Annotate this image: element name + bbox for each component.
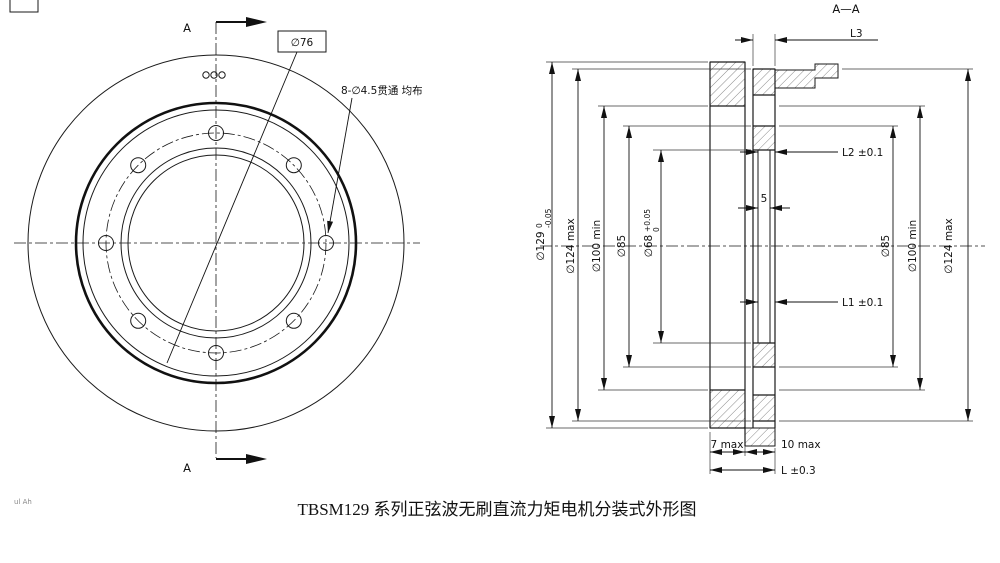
dim-label-d85-right: ∅85	[880, 235, 892, 258]
svg-text:∅68: ∅68	[643, 235, 655, 258]
dim-label-d129: ∅129 0 -0.05	[535, 208, 553, 260]
housing-hatch-bottom	[709, 389, 746, 429]
l1-dimension: L1 ±0.1	[740, 297, 883, 309]
bolt-hole	[98, 235, 114, 251]
bolt-hole	[285, 312, 302, 329]
stator-od-circle	[74, 101, 358, 385]
terminal-pin	[210, 71, 218, 79]
dim-label-d100-left: ∅100 min	[591, 220, 603, 272]
bolt-hole	[208, 125, 224, 141]
front-view: A A ∅76 8-∅4.5贯通 均布	[14, 17, 423, 475]
rotor-hatch-4	[752, 394, 776, 422]
holes-note-label: 8-∅4.5贯通 均布	[341, 85, 423, 97]
bolt-hole	[208, 345, 224, 361]
svg-text:∅85: ∅85	[880, 235, 892, 258]
bore-circle-inner	[127, 154, 305, 332]
section-view: A—A	[535, 2, 985, 477]
terminal-pin	[218, 71, 226, 79]
l2-label: L2 ±0.1	[842, 147, 883, 159]
svg-text:∅85: ∅85	[616, 235, 628, 258]
svg-text:-0.05: -0.05	[544, 208, 553, 228]
rotor-outline	[752, 68, 776, 428]
bore-circle-outer	[120, 147, 312, 339]
rotor-hatch-1	[752, 68, 776, 96]
l-total-label: L ±0.3	[781, 465, 816, 477]
outer-housing-circle	[27, 54, 405, 432]
terminal-tab-section	[774, 63, 839, 89]
l3-dimension: L3	[735, 28, 878, 43]
dim-label-d124-right: ∅124 max	[943, 218, 955, 273]
rotor-hatch-2	[752, 125, 776, 151]
dia76-box	[277, 30, 327, 53]
dim-label-d100-right: ∅100 min	[907, 220, 919, 272]
max7-label: 7 max	[711, 439, 744, 451]
rotor-hatch-3	[752, 342, 776, 368]
stator-inner-circle	[82, 109, 350, 377]
max10-dimension: 10 max	[745, 439, 821, 455]
section-arrow-bottom: A	[183, 454, 267, 475]
width5-label: 5	[761, 193, 768, 205]
bolt-hole	[130, 157, 147, 174]
svg-text:0: 0	[652, 227, 661, 232]
svg-text:+0.05: +0.05	[643, 209, 652, 232]
terminal-pin	[202, 71, 210, 79]
bolt-hole	[130, 312, 147, 329]
section-view-title: A—A	[832, 2, 859, 16]
drawing-caption: TBSM129 系列正弦波无刷直流力矩电机分装式外形图	[297, 500, 696, 519]
rotor-section	[752, 68, 776, 428]
bolt-holes	[98, 125, 334, 361]
diameter-dim-lines	[549, 62, 971, 428]
svg-text:∅100 min: ∅100 min	[907, 220, 919, 272]
svg-text:∅124 max: ∅124 max	[943, 218, 955, 273]
section-label-top: A	[183, 21, 191, 35]
l1-label: L1 ±0.1	[842, 297, 883, 309]
holes-note-leader	[327, 97, 353, 234]
max10-label: 10 max	[781, 439, 821, 451]
dia76-label: ∅76	[291, 37, 314, 49]
pilot-protrusion	[744, 427, 776, 447]
section-arrow-top: A	[183, 17, 267, 35]
housing-hatch-top	[709, 61, 746, 107]
section-arrowhead	[246, 454, 267, 464]
svg-text:∅124 max: ∅124 max	[565, 218, 577, 273]
terminal-pins	[202, 71, 226, 79]
dia76-dimension: ∅76	[166, 30, 327, 364]
frame-corner-box	[9, 0, 39, 13]
dia76-leader	[166, 51, 298, 364]
svg-text:0: 0	[535, 223, 544, 228]
l2-dimension: L2 ±0.1	[740, 147, 883, 159]
dim-label-d68: ∅68 +0.05 0	[643, 209, 661, 257]
corner-mark: ul Ah	[14, 498, 32, 506]
l3-label: L3	[850, 28, 863, 40]
svg-text:∅100 min: ∅100 min	[591, 220, 603, 272]
section-label-bottom: A	[183, 461, 191, 475]
max7-dimension: 7 max	[710, 439, 745, 455]
l-total-dimension: L ±0.3	[710, 465, 816, 477]
dim-label-d124-left: ∅124 max	[565, 218, 577, 273]
width5-dimension: 5	[738, 193, 790, 211]
bolt-hole	[285, 157, 302, 174]
bolt-hole	[318, 235, 334, 251]
bolt-circle-centerline	[105, 132, 327, 354]
holes-note: 8-∅4.5贯通 均布	[327, 85, 423, 234]
housing-section	[709, 61, 746, 446]
rotor-bore-lines	[757, 150, 771, 343]
svg-text:∅129: ∅129	[535, 231, 547, 260]
pilot-hatch	[744, 427, 776, 447]
housing-outline	[709, 61, 746, 446]
dim-label-d85-left: ∅85	[616, 235, 628, 258]
section-arrowhead	[246, 17, 267, 27]
